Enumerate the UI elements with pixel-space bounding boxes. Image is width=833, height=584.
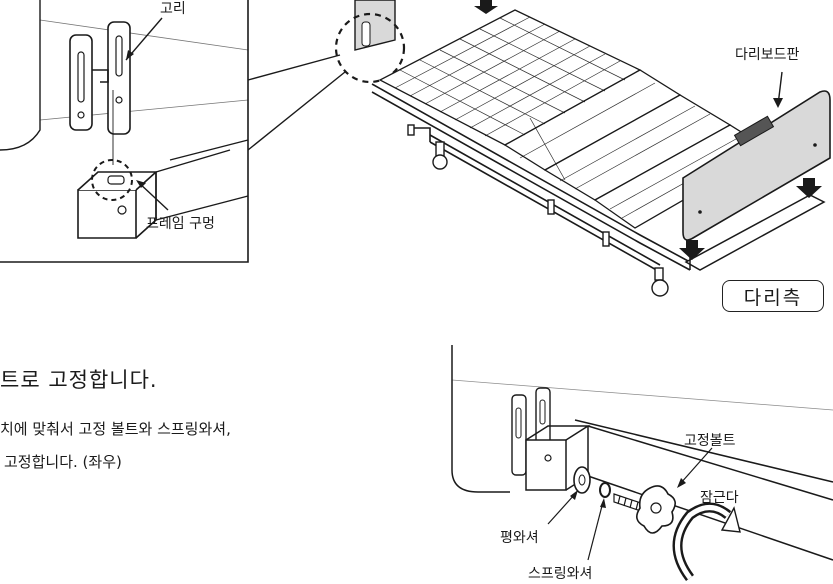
frame-hole-label: 프레임 구멍 [146,216,215,232]
instruction-heading: 트로 고정합니다. [0,368,158,392]
flat-washer-label: 평와셔 [500,530,539,546]
tighten-label: 잠근다 [700,490,739,506]
spring-washer-label: 스프링와셔 [528,566,593,582]
hook-label: 고리 [160,1,186,17]
leg-side-badge: 다리측 [722,280,824,312]
fix-bolt-label: 고정볼트 [684,433,736,449]
leg-board-label: 다리보드판 [735,47,800,63]
instruction-line-1: 치에 맞춰서 고정 볼트와 스프링와셔, [0,420,231,438]
instruction-line-2: 고정합니다. (좌우) [4,453,122,471]
